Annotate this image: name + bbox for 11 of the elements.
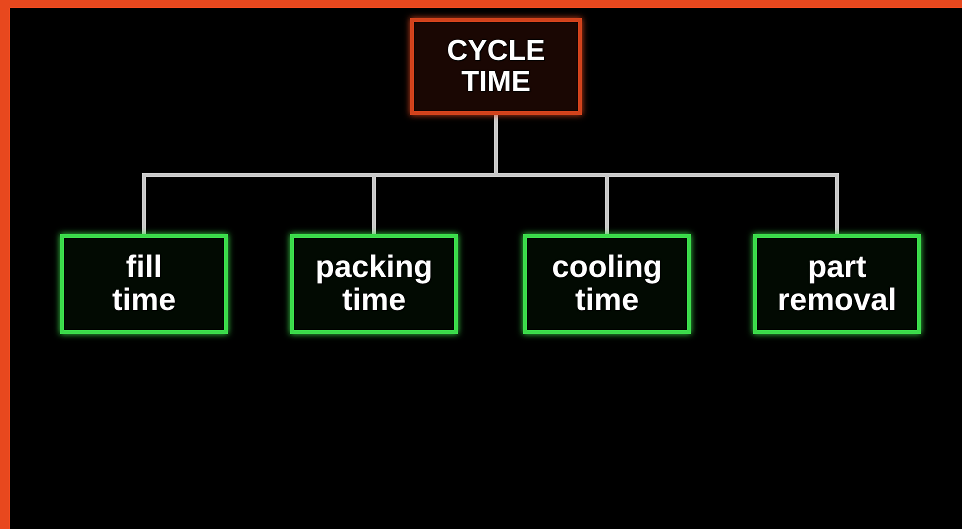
box-label: CYCLE TIME — [446, 36, 546, 97]
root-box — [410, 18, 582, 115]
box-label: cooling time — [552, 251, 662, 317]
box-label: fill time — [112, 251, 176, 317]
process-box — [60, 234, 228, 334]
box-label: part removal — [778, 251, 896, 317]
box-label: packing time — [315, 251, 433, 317]
connector-line — [494, 115, 839, 234]
process-box — [523, 234, 691, 334]
process-box — [290, 234, 458, 334]
process-box — [753, 234, 921, 334]
